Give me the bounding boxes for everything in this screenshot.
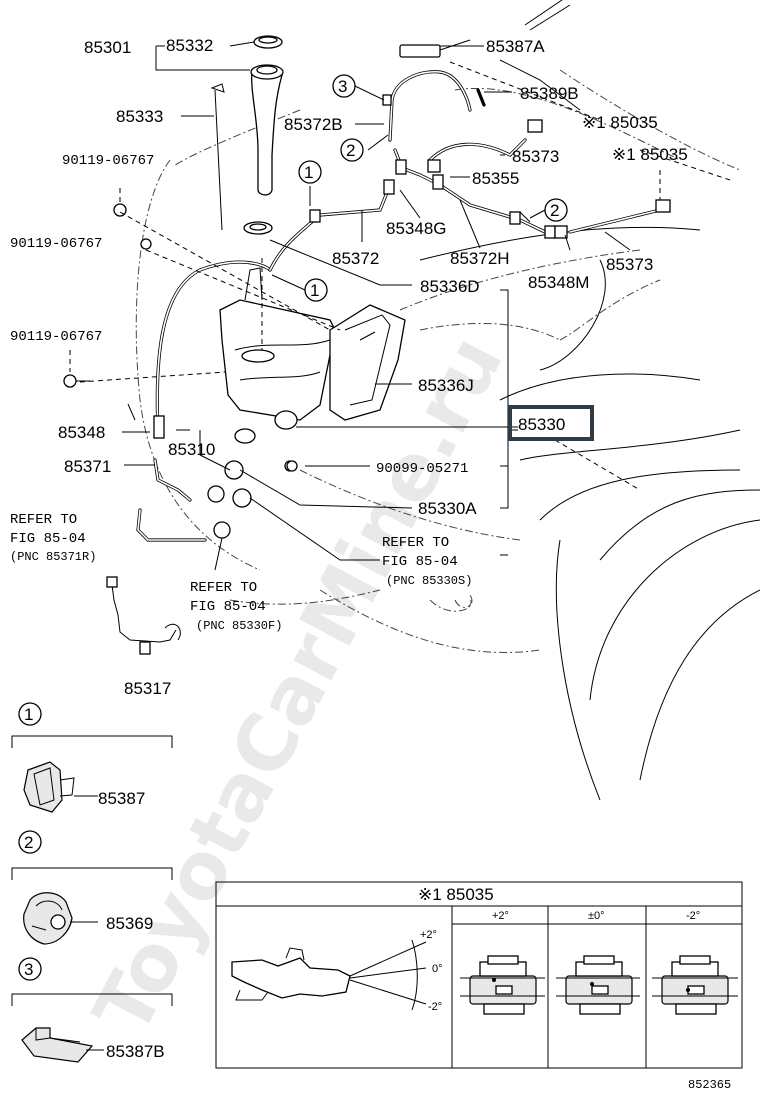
svg-text:FIG 85-04: FIG 85-04 bbox=[190, 599, 266, 615]
part-label-85387a: 85387A bbox=[486, 37, 545, 56]
svg-text:1: 1 bbox=[304, 163, 313, 182]
grommet-inner bbox=[249, 223, 267, 231]
circle-marker-2-top: 2 bbox=[340, 138, 364, 162]
splash-guard-part bbox=[329, 304, 406, 421]
part-label-85330-highlighted[interactable]: 85330 bbox=[508, 405, 594, 441]
leader-lines bbox=[69, 41, 731, 571]
washer-nozzle-part bbox=[399, 39, 671, 213]
part-label-85330a: 85330A bbox=[418, 499, 477, 518]
svg-text:1: 1 bbox=[24, 705, 33, 724]
legend-item-3: 3 85387B bbox=[11, 957, 173, 1063]
part-label-85389b: 85389B bbox=[520, 84, 579, 103]
column-plus2: +2° bbox=[492, 910, 509, 922]
reference-note-85330f: REFER TO FIG 85-04 (PNC 85330F) bbox=[190, 580, 282, 633]
washer-pump-part bbox=[207, 460, 296, 539]
part-label-90119-06767-a: 90119-06767 bbox=[62, 153, 154, 169]
part-label-85348m: 85348M bbox=[528, 273, 589, 292]
legend-item-1: 1 85387 bbox=[11, 702, 173, 813]
vehicle-fender-outline bbox=[419, 226, 760, 801]
part-label-85372: 85372 bbox=[332, 249, 379, 268]
svg-text:2: 2 bbox=[346, 141, 355, 160]
part-label-85301: 85301 bbox=[84, 38, 131, 57]
part-label-90099-05271: 90099-05271 bbox=[376, 461, 468, 477]
part-label-85333: 85333 bbox=[116, 107, 163, 126]
tank-cap-top bbox=[258, 36, 278, 44]
part-label-85332: 85332 bbox=[166, 36, 213, 55]
figure-number: 852365 bbox=[688, 1078, 731, 1092]
vehicle-body-outline bbox=[135, 69, 741, 653]
part-label-90119-06767-c: 90119-06767 bbox=[10, 329, 102, 345]
part-label-90119-06767-b: 90119-06767 bbox=[10, 236, 102, 252]
part-label-85035-a: ※1 85035 bbox=[582, 113, 658, 132]
part-label-85355: 85355 bbox=[472, 169, 519, 188]
nozzle-view-plus2 bbox=[460, 955, 545, 1015]
svg-text:1: 1 bbox=[310, 281, 319, 300]
svg-text:2: 2 bbox=[550, 201, 559, 220]
part-label-85348: 85348 bbox=[58, 423, 105, 442]
nozzle-view-zero bbox=[556, 955, 640, 1015]
circle-marker-1-mid: 1 bbox=[304, 278, 328, 302]
bolt-part bbox=[63, 203, 298, 472]
svg-text:-2°: -2° bbox=[428, 1001, 442, 1013]
circle-marker-1-top: 1 bbox=[298, 160, 322, 184]
svg-text:2: 2 bbox=[24, 833, 33, 852]
wire-harness-part bbox=[106, 576, 181, 655]
part-label-85317: 85317 bbox=[124, 679, 171, 698]
part-label-85373-a: 85373 bbox=[512, 147, 559, 166]
svg-text:85387: 85387 bbox=[98, 789, 145, 808]
clip-85387-part bbox=[23, 761, 75, 813]
part-label-85348g: 85348G bbox=[386, 219, 447, 238]
washer-tank-part bbox=[219, 267, 336, 444]
svg-text:FIG 85-04: FIG 85-04 bbox=[10, 531, 86, 547]
clip-85369-part bbox=[23, 892, 73, 945]
part-label-85310: 85310 bbox=[168, 440, 215, 459]
level-gauge-part bbox=[210, 83, 225, 231]
part-label-85371: 85371 bbox=[64, 457, 111, 476]
part-label-85373-b: 85373 bbox=[606, 255, 653, 274]
svg-text:3: 3 bbox=[338, 77, 347, 96]
svg-text:(PNC 85371R): (PNC 85371R) bbox=[10, 550, 96, 564]
svg-text:85330: 85330 bbox=[518, 415, 565, 434]
part-label-85372b: 85372B bbox=[284, 115, 343, 134]
svg-text:REFER TO: REFER TO bbox=[382, 535, 449, 551]
nozzle-angle-diagram: +2° 0° -2° bbox=[231, 929, 443, 1013]
legend-item-2: 2 85369 bbox=[11, 830, 173, 945]
svg-text:FIG 85-04: FIG 85-04 bbox=[382, 554, 458, 570]
squirt-rod bbox=[524, 0, 571, 31]
part-label-85336d: 85336D bbox=[420, 277, 480, 296]
reference-note-85371r: REFER TO FIG 85-04 (PNC 85371R) bbox=[10, 512, 96, 564]
clip-85387b-part bbox=[21, 1027, 94, 1063]
filler-neck-part bbox=[250, 64, 284, 196]
svg-text:85369: 85369 bbox=[106, 914, 153, 933]
svg-text:REFER TO: REFER TO bbox=[190, 580, 257, 596]
nozzle-adjustment-table: ※1 85035 +2° ±0° -2° +2° 0° -2° bbox=[215, 881, 743, 1069]
part-label-85336j: 85336J bbox=[418, 376, 474, 395]
highlight-box bbox=[508, 405, 594, 441]
table-title: ※1 85035 bbox=[418, 885, 494, 904]
circle-marker-3-top: 3 bbox=[332, 74, 356, 98]
nozzle-view-minus2 bbox=[652, 955, 738, 1015]
reference-note-85330s: REFER TO FIG 85-04 (PNC 85330S) bbox=[382, 535, 472, 588]
svg-text:85387B: 85387B bbox=[106, 1042, 165, 1061]
svg-text:REFER TO: REFER TO bbox=[10, 512, 77, 528]
part-label-85035-b: ※1 85035 bbox=[612, 145, 688, 164]
circle-marker-2-right: 2 bbox=[544, 198, 568, 222]
part-label-85372h: 85372H bbox=[450, 249, 510, 268]
svg-text:0°: 0° bbox=[432, 963, 443, 975]
svg-text:+2°: +2° bbox=[420, 929, 437, 941]
hose-joint-part bbox=[153, 94, 568, 439]
svg-text:(PNC 85330S): (PNC 85330S) bbox=[386, 574, 472, 588]
svg-text:3: 3 bbox=[24, 960, 33, 979]
svg-text:(PNC 85330F): (PNC 85330F) bbox=[196, 619, 282, 633]
column-minus2: -2° bbox=[686, 910, 700, 922]
column-zero: ±0° bbox=[588, 910, 605, 922]
